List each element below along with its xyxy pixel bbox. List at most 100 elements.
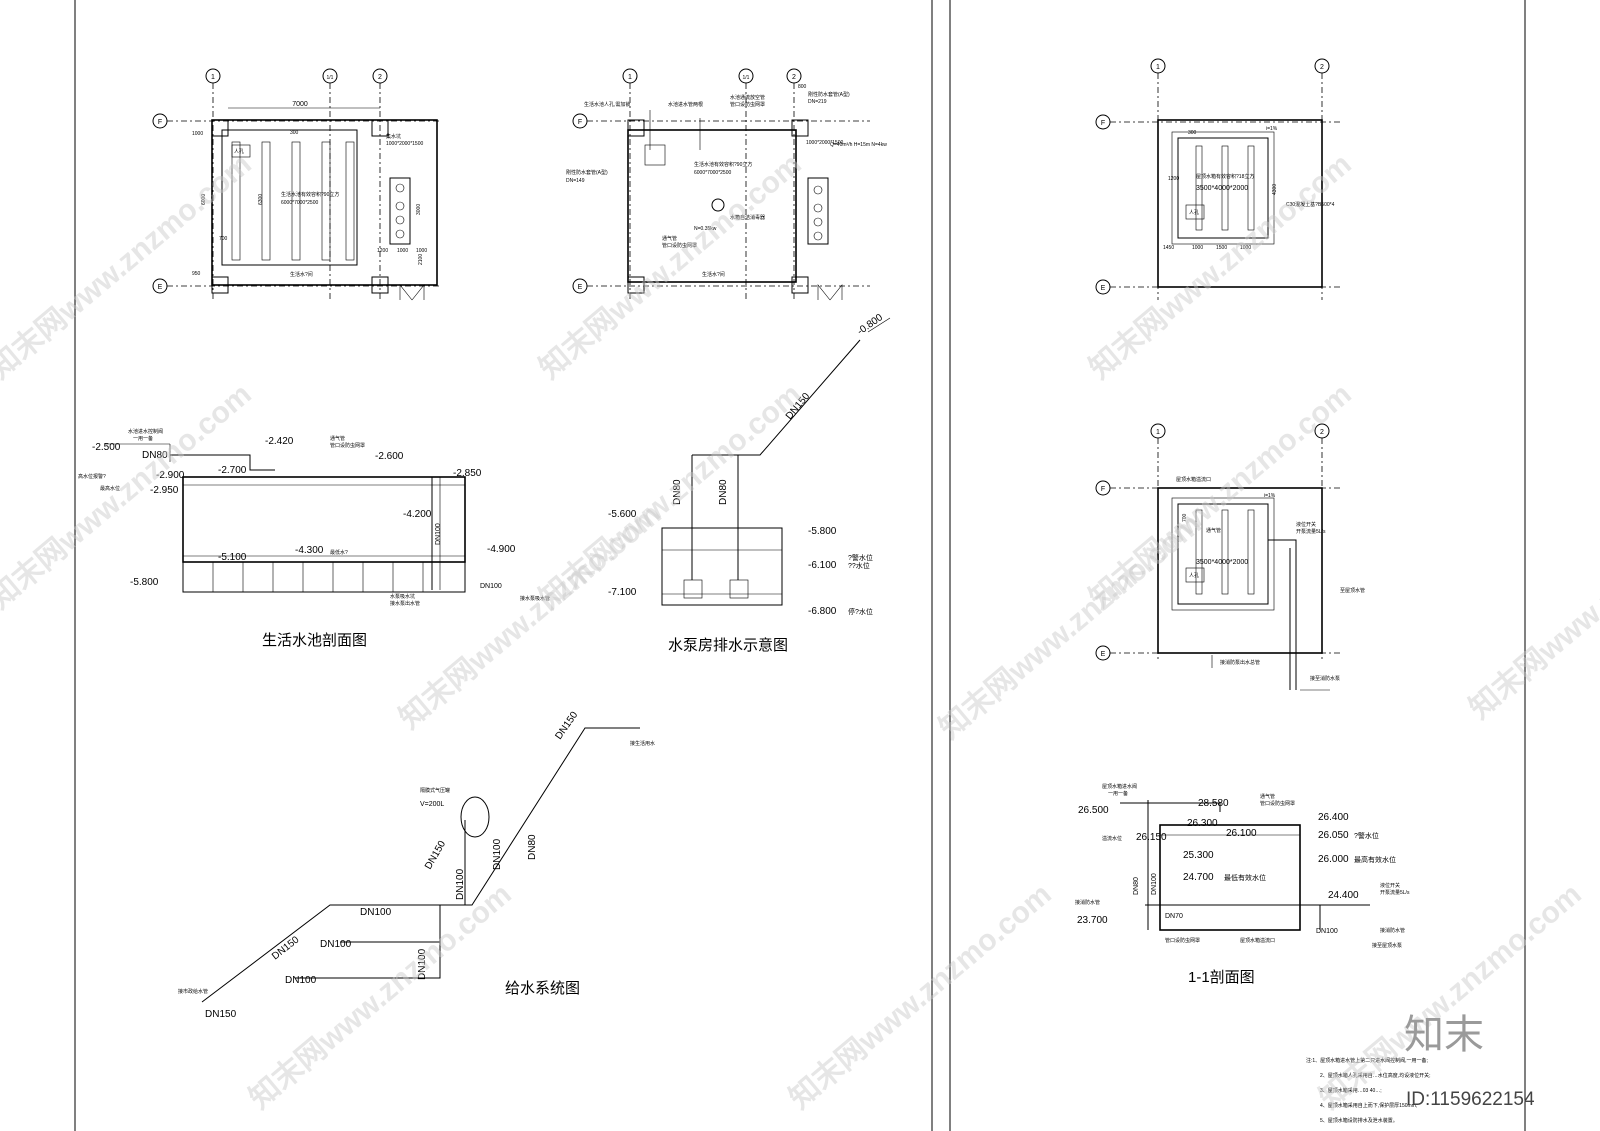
drawing-annotation: DN100 (455, 868, 466, 900)
drawing-annotation: 注:1、屋顶水箱进水管上第二只进水阀控制阀,一用一备; (1306, 1057, 1428, 1064)
drawing-linework (371, 119, 389, 137)
watermark-text: 知末网www.znzmo.com (933, 508, 1207, 746)
drawing-annotation: 2 (1320, 429, 1324, 436)
drawing-annotation: 1200 (1168, 176, 1179, 182)
drawing-linework (817, 284, 843, 301)
drawing-linework (1221, 509, 1229, 595)
drawing-annotation: 通气管 (1260, 793, 1275, 800)
drawing-annotation: E (578, 284, 583, 291)
drawing-annotation: 接生活用水 (630, 740, 655, 747)
drawing-annotation: -2.500 (92, 442, 121, 453)
drawing-linework (691, 455, 739, 580)
drawing-linework (182, 561, 466, 593)
drawing-linework (649, 110, 701, 150)
drawing-annotation: 23.700 (1077, 915, 1108, 926)
drawing-annotation: 3500*4000*2000 (1196, 559, 1248, 566)
drawing-linework (105, 443, 171, 462)
drawing-annotation: DN=149 (566, 178, 585, 184)
section-title-1-1: 1-1剖面图 (1188, 969, 1255, 986)
drawing-annotation: V=200L (420, 801, 444, 808)
drawing-annotation: 26.000 (1318, 854, 1349, 865)
drawing-linework (1195, 145, 1203, 231)
drawing-linework (1195, 509, 1203, 595)
drawing-linework (201, 727, 640, 1003)
drawing-linework (1171, 497, 1275, 611)
section-title-domestic-tank: 生活水池剖面图 (262, 632, 367, 649)
drawing-annotation: -0.800 (855, 312, 885, 338)
section-domestic-tank: -2.500 -2.420 -2.600 -2.700 -2.900 -2.95… (78, 428, 550, 649)
drawing-annotation: 4、屋顶水箱采用自上而下,保护层厚150mm; (1320, 1102, 1417, 1109)
drawing-annotation: F (1101, 120, 1105, 127)
drawing-annotation: 700 (219, 236, 228, 242)
section-title-pump-drainage: 水泵房排水示意图 (668, 636, 788, 654)
drawing-annotation: 生活水池人孔,需加锁 (584, 101, 630, 108)
drawing-annotation: -2.600 (375, 451, 404, 462)
drawing-annotation: 3、屋顶水箱采用…03 40…; (1320, 1087, 1382, 1094)
drawing-annotation: E (1101, 285, 1106, 292)
pump-room-drainage-diagram: -0.800 -5.600 -5.800 -6.100 -7.100 -6.80… (608, 312, 891, 654)
drawing-annotation: 1000 (192, 131, 203, 137)
drawing-linework (813, 231, 823, 241)
plan-3-roof-tank: 1 2 F E 人孔 屋顶水箱有效容积?18立方 3500*4000*2000 … (1095, 58, 1340, 300)
drawing-annotation: 水箱自洁消毒器 (730, 214, 765, 221)
drawing-linework (644, 144, 666, 166)
drawing-linework (460, 796, 490, 838)
drawing-linework (692, 339, 861, 456)
drawing-linework (729, 579, 749, 599)
drawing-linework (371, 276, 389, 294)
drawing-annotation: 水泵吸水坑 (390, 593, 415, 600)
znzmo-logo: 知末 (1404, 1013, 1484, 1057)
drawing-annotation: 接消防泵出水总管 (1220, 659, 1260, 666)
drawing-linework (389, 177, 411, 245)
drawing-linework (295, 905, 441, 979)
drawing-annotation: -5.800 (130, 577, 159, 588)
drawing-annotation: 生活水?间 (290, 271, 313, 278)
water-supply-system-diagram: DN150 DN150 DN150 DN150 DN100 DN100 DN10… (178, 710, 655, 1020)
drawing-annotation: 1000 (1192, 245, 1203, 251)
drawing-linework (221, 129, 358, 266)
drawing-linework (1171, 131, 1275, 245)
drawing-annotation: 接市政给水管 (178, 988, 208, 995)
drawing-annotation: 1 (1156, 64, 1160, 71)
drawing-annotation: 26.300 (1187, 818, 1218, 829)
drawing-linework (627, 276, 645, 294)
drawing-annotation: F (1101, 486, 1105, 493)
drawing-annotation: 6000*7000*2500 (694, 170, 731, 176)
drawing-annotation: -4.900 (487, 544, 516, 555)
drawing-annotation: DN80 (142, 450, 168, 461)
drawing-linework (1177, 137, 1269, 239)
drawing-annotation: 管口设防虫网罩 (662, 242, 697, 249)
drawing-linework (211, 276, 229, 294)
drawing-annotation: 300 (1188, 130, 1197, 136)
drawing-linework (399, 284, 425, 301)
drawing-annotation: DN100 (480, 583, 502, 590)
drawing-annotation: 2 (1320, 64, 1324, 71)
drawing-linework (1221, 145, 1229, 231)
drawing-linework (661, 527, 783, 606)
drawing-linework (291, 141, 301, 261)
drawing-annotation: 1000 (416, 248, 427, 254)
drawing-linework (1247, 509, 1255, 595)
drawing-annotation: 1/1 (743, 75, 750, 81)
drawing-annotation: 1500 (1216, 245, 1227, 251)
drawing-linework (395, 215, 405, 225)
drawing-linework (807, 177, 829, 245)
drawing-annotation: 1000 (397, 248, 408, 254)
drawing-annotation: N=0.35kw (694, 226, 717, 232)
drawing-linework (231, 144, 251, 158)
drawing-annotation: 高水位报警? (78, 473, 106, 480)
drawing-annotation: E (1101, 651, 1106, 658)
drawing-annotation: 通气管 (330, 435, 345, 442)
drawing-annotation: 800 (798, 84, 807, 90)
drawing-annotation: DN100 (1316, 928, 1338, 935)
axis-label: 2 (378, 74, 382, 81)
drawing-annotation: 1450 (1163, 245, 1174, 251)
drawing-annotation: 停?水位 (848, 607, 873, 616)
drawing-annotation: 管口设防虫网罩 (1165, 937, 1200, 944)
drawing-annotation: -4.300 (295, 545, 324, 556)
drawing-annotation: 2100 (418, 254, 424, 265)
drawing-annotation: 通气管 (1206, 527, 1221, 534)
drawing-linework (1268, 539, 1297, 690)
drawing-linework (1177, 503, 1269, 605)
